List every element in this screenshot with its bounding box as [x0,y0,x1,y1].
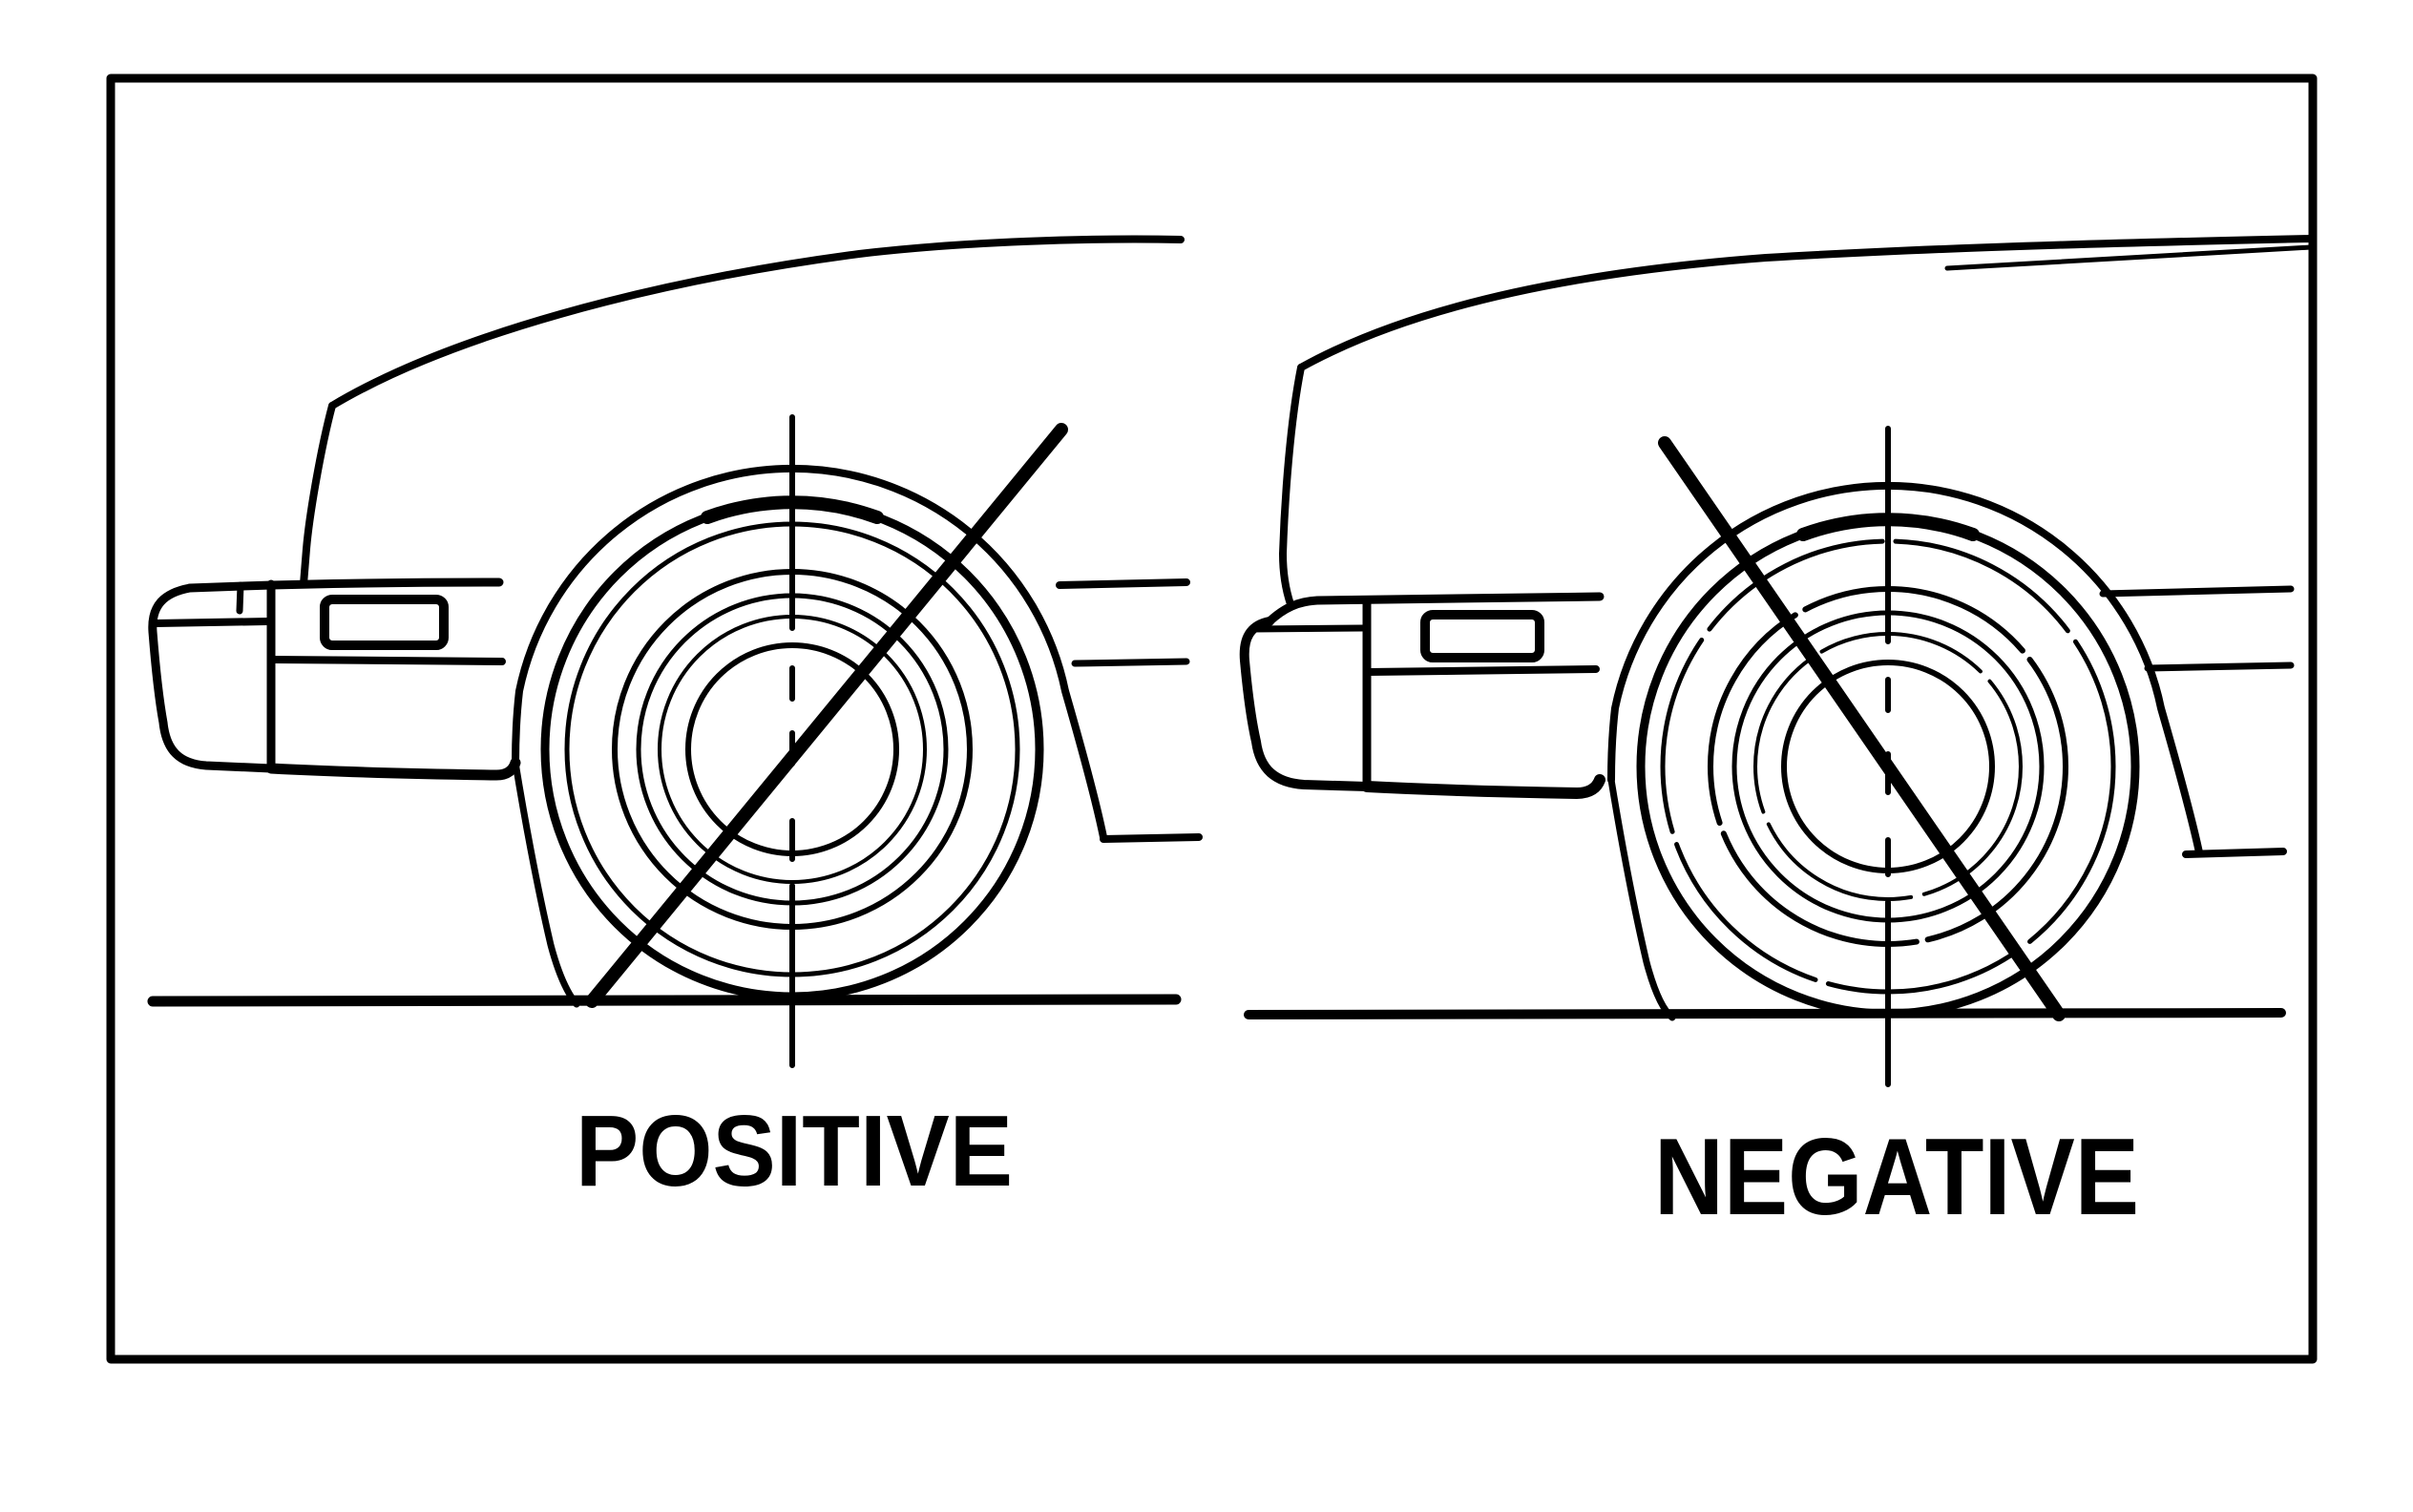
beltline-front [1265,592,1605,626]
bumper-endcap-outline [148,583,276,773]
beltline-rear [2099,585,2295,598]
marker-light [320,595,449,650]
ground-line-right [1244,1008,2286,1019]
fender-arch [512,464,1107,841]
positive-label: POSITIVE [576,1095,1013,1208]
bumper-bottom-line [265,757,521,781]
rub-strip-front [269,656,506,665]
front-face-line [300,402,336,588]
steering-axis-line-negative [1658,436,2066,1021]
bumper-endcap-outline [1239,617,1372,791]
ground-line-left [147,994,1182,1007]
hood-line [1297,235,2315,371]
fender-arch [1607,481,2203,856]
bumper-endcap-step [153,618,271,627]
cowl-line [1944,244,2314,271]
beltline-rear [1056,578,1190,589]
marker-light [1420,610,1544,662]
rub-strip-rear [1071,658,1190,667]
rocker-line [1100,833,1203,843]
fender-front-seam [512,759,580,1008]
bumper-endcap-step [1248,624,1367,633]
negative-caster-diagram: NEGATIVE [1239,235,2315,1238]
bumper-bottom-line [1361,774,1605,799]
car-front-outline [148,235,1203,1008]
rub-strip-front [1365,665,1600,676]
rub-strip-rear [2144,662,2295,672]
beltline-front [185,578,504,593]
car-front-outline [1239,235,2315,1021]
steering-axis-line-positive [585,423,1068,1008]
front-face-line [1279,364,1305,608]
negative-label: NEGATIVE [1654,1117,2139,1238]
beltline-seam-tick [236,581,244,615]
figure-frame [106,74,2318,1364]
hood-line [328,235,1185,410]
fender-front-seam [1607,776,1676,1021]
positive-caster-diagram: POSITIVE [147,235,1203,1208]
